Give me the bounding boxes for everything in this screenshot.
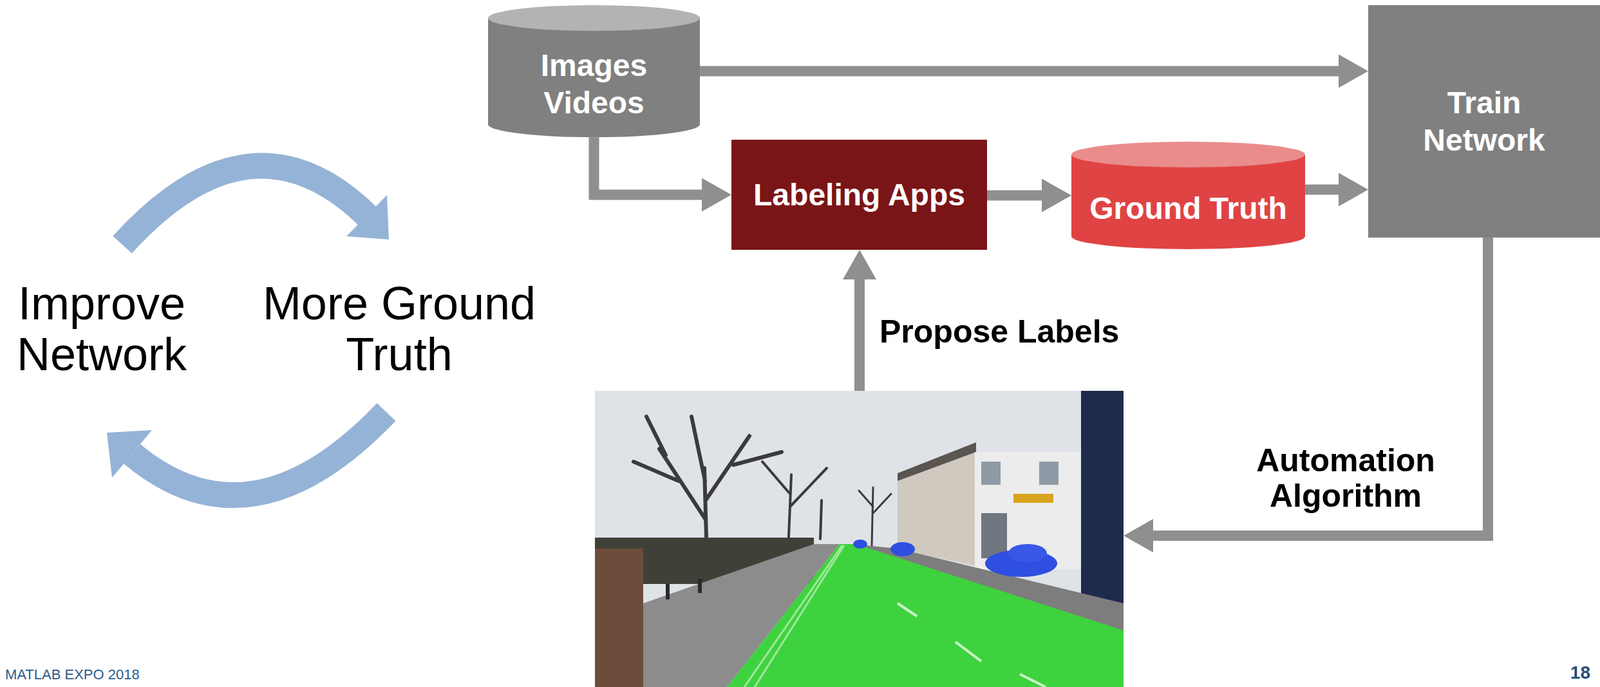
connector-line [594,137,703,195]
cylinder-top [488,5,700,31]
node-text: Images Videos [520,47,669,122]
text-block: Images Videos [520,47,669,122]
box-fill [731,139,988,250]
white-building [974,451,1083,570]
brick-wall [594,548,644,687]
cycle-arrowhead [106,430,152,478]
cycle-label: More Ground Truth [257,278,541,380]
roofs [897,442,977,481]
road-label [726,544,1124,687]
process-box: Labeling Apps [731,139,988,250]
sky [594,390,1124,687]
cylinder-top [1071,141,1306,168]
cycle-arrowhead [346,195,389,240]
connector-line [1153,237,1488,536]
arrowhead [1123,518,1154,553]
connector-arrow [1305,173,1369,207]
box-fill [1368,5,1600,238]
arrow-label: Automation Algorithm [1232,442,1459,514]
connector-arrow [699,54,1369,89]
database-cylinder: Ground Truth [1071,141,1306,250]
arrowhead [1041,178,1072,213]
text-block: Train Network [1400,84,1568,159]
node-text: Labeling Apps [753,176,966,214]
car-label [1008,544,1047,563]
connector-arrow [987,178,1072,213]
cycle-arc [131,412,387,496]
database-cylinder: Images Videos [488,5,700,138]
text-block: Labeling Apps [753,176,966,214]
arrowhead [1338,173,1369,207]
node-text: Ground Truth [1089,189,1288,228]
street-photo [594,390,1124,687]
blue-shopfront [1081,390,1124,610]
footer-text: MATLAB EXPO 2018 [5,667,263,683]
car-label [890,542,915,557]
propose-arrow [842,249,877,391]
bollard [665,583,670,600]
process-box: Train Network [1368,5,1600,238]
connector-line [854,279,865,391]
bollard [697,578,702,593]
cylinder-body [1071,154,1306,250]
shop-sign [1013,493,1054,503]
connector-line [987,190,1042,201]
window [981,461,1001,485]
text-block: Ground Truth [1089,189,1288,228]
cylinder-body [488,18,700,138]
window [1039,461,1059,485]
tree-branches [858,487,892,546]
cycle-arc [122,165,368,245]
process-box-outline [1368,5,1600,238]
road-lines [744,545,845,687]
connector-line [1305,184,1339,196]
connector-arrow [594,137,733,212]
arrowhead [842,249,877,280]
automation-arrow [1123,237,1488,553]
arrowhead [1338,54,1369,89]
window [981,513,1008,559]
connector-line [699,66,1339,77]
node-text: Train Network [1400,84,1568,159]
page-number: 18 [1545,663,1591,684]
car-label [853,539,868,549]
lane-dashes [897,603,1046,687]
cycle-label: Improve Network [5,278,199,380]
arrowhead [701,178,732,212]
arrow-label: Propose Labels [879,314,1176,350]
